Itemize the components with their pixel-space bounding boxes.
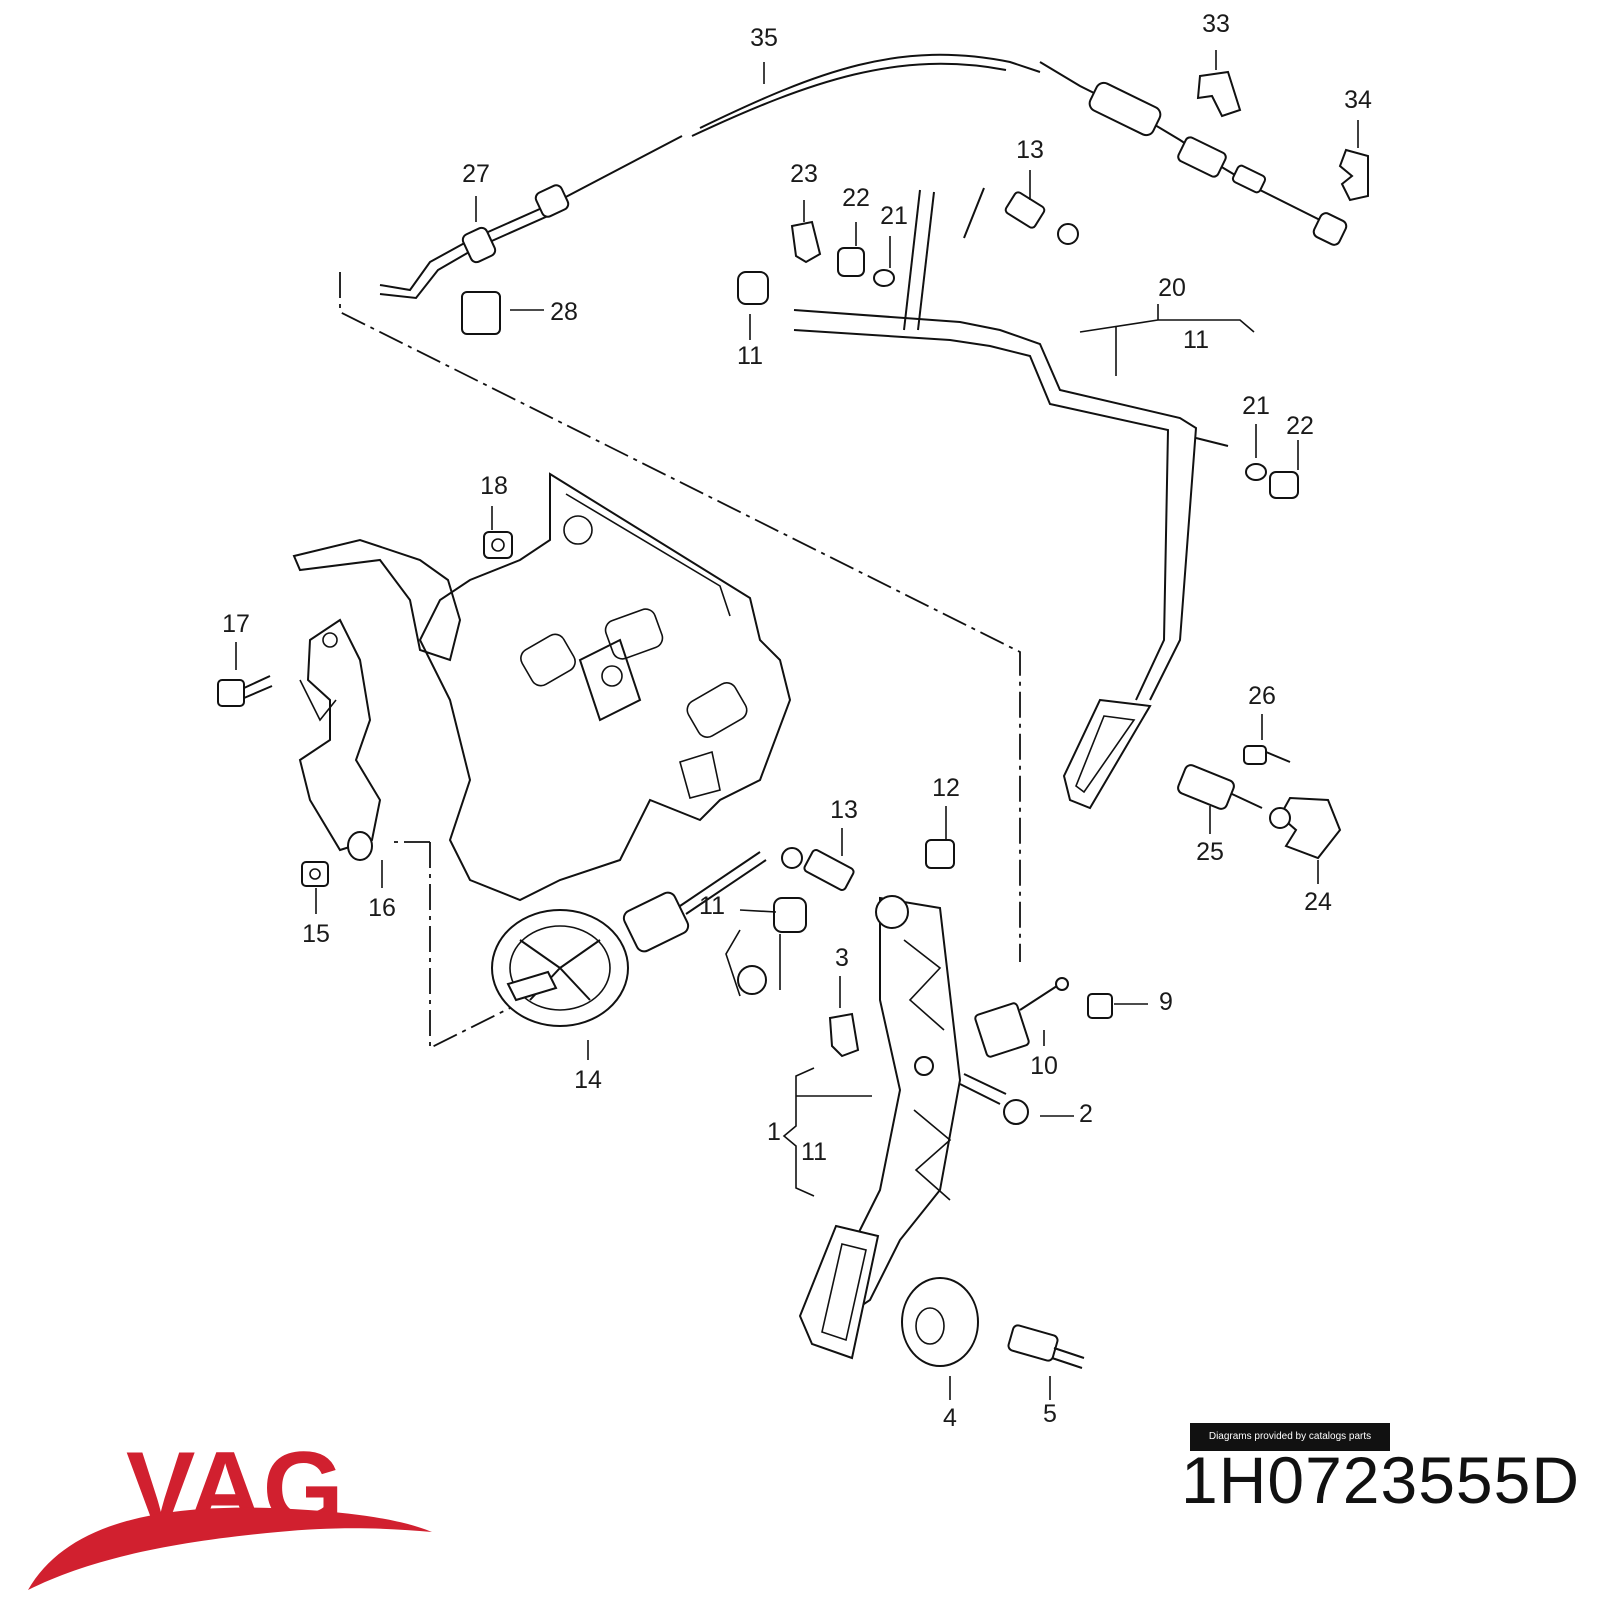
callout-11-sub-20: 11 (1183, 326, 1209, 354)
washer-21-upper (873, 269, 895, 287)
assembly-boundary (339, 272, 1021, 1050)
vag-logo: VAG (28, 1440, 432, 1590)
callout-5: 5 (1043, 1400, 1057, 1428)
spacer-16 (347, 831, 373, 861)
callout-24: 24 (1304, 888, 1332, 916)
nut-15 (301, 861, 329, 887)
vag-logo-swoosh (28, 1507, 432, 1590)
callout-15: 15 (302, 920, 330, 948)
disc-4 (901, 1277, 979, 1367)
switch-13-upper (1004, 191, 1079, 245)
callout-27: 27 (462, 160, 490, 188)
screw-26 (1243, 745, 1291, 765)
bolt-2 (959, 1073, 1029, 1125)
servo-14 (491, 851, 767, 1027)
callout-11-sub-1: 11 (801, 1138, 827, 1166)
switch-5 (1007, 1324, 1085, 1369)
callout-35: 35 (750, 24, 778, 52)
clip-28 (461, 291, 501, 335)
callout-23: 23 (790, 160, 818, 188)
callout-16: 16 (368, 894, 396, 922)
callout-26: 26 (1248, 682, 1276, 710)
callout-22-upper: 22 (842, 184, 870, 212)
callout-21-upper: 21 (880, 202, 908, 230)
credit-badge: Diagrams provided by catalogs parts (1190, 1423, 1390, 1451)
nut-9 (1087, 993, 1113, 1019)
callout-25: 25 (1196, 838, 1224, 866)
throttle-cable (379, 53, 1348, 300)
callout-33: 33 (1202, 10, 1230, 38)
washer-21-right (1245, 463, 1267, 481)
callout-11-middle: 11 (699, 892, 725, 920)
callout-4: 4 (943, 1404, 957, 1432)
leader-lines (235, 50, 1359, 1400)
bolt-17 (217, 675, 273, 707)
part-number: 1H0723555D (1181, 1443, 1580, 1517)
clip-3 (828, 1012, 860, 1058)
callout-22-right: 22 (1286, 412, 1314, 440)
pedal-bracket (418, 472, 792, 902)
callout-13-upper: 13 (1016, 136, 1044, 164)
callout-14: 14 (574, 1066, 602, 1094)
switch-13-lower (781, 847, 855, 891)
callout-2: 2 (1079, 1100, 1093, 1128)
bush-22-upper (837, 247, 865, 277)
callout-12: 12 (932, 774, 960, 802)
bracket-24 (1269, 796, 1342, 860)
callout-13-lower: 13 (830, 796, 858, 824)
accelerator-pedal (793, 187, 1229, 810)
side-bracket (292, 538, 462, 852)
bolt-25 (1177, 764, 1263, 810)
callout-34: 34 (1344, 86, 1372, 114)
callout-28: 28 (550, 298, 578, 326)
clip-23 (790, 220, 822, 264)
bush-11-upper (737, 271, 769, 305)
bush-22-right (1269, 471, 1299, 499)
callout-20: 20 (1158, 274, 1186, 302)
callout-9: 9 (1159, 988, 1173, 1016)
bush-11-middle (773, 897, 807, 933)
callout-10: 10 (1030, 1052, 1058, 1080)
nut-12 (925, 839, 955, 869)
callout-11-upper-bush: 11 (737, 342, 763, 370)
callout-18: 18 (480, 472, 508, 500)
clutch-pedal (798, 895, 962, 1360)
callout-1: 1 (767, 1118, 781, 1146)
callout-17: 17 (222, 610, 250, 638)
callout-labels: 35 33 34 27 13 23 22 21 28 20 11 11 21 2… (222, 10, 1372, 1432)
callout-21-right: 21 (1242, 392, 1270, 420)
clip-33 (1196, 70, 1242, 118)
bush-11-loose (737, 965, 767, 995)
nut-18 (483, 531, 513, 559)
clip-34 (1338, 148, 1369, 202)
callout-3: 3 (835, 944, 849, 972)
stop-buffer-10 (974, 977, 1069, 1058)
